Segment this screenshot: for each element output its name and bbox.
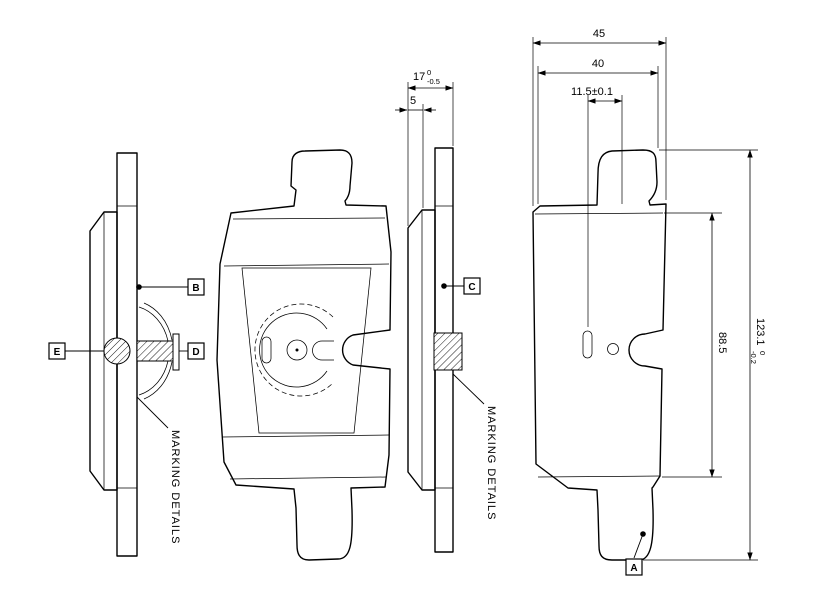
dim-pad-height-value: 88.5 [716, 332, 728, 353]
dim-overall-width-value: 45 [593, 28, 605, 40]
dim-overall-height-value: 123.1 [754, 318, 766, 346]
dim-overall-height-tol-lower: -0.2 [749, 351, 758, 364]
edge-line-bottom [229, 476, 387, 480]
edge-line-top [232, 217, 386, 220]
piston-section [103, 337, 131, 365]
marking-details-right-text: MARKING DETAILS [485, 406, 497, 520]
pin-section [136, 340, 174, 362]
marking-details-right: MARKING DETAILS [452, 373, 497, 520]
pad-outline [216, 149, 392, 561]
callout-c-label: C [468, 282, 475, 293]
friction-profile [407, 209, 436, 491]
callout-e: E [48, 342, 104, 360]
view-side-right: C MARKING DETAILS 17 0 -0.5 5 [395, 68, 497, 553]
sensor-bracket [312, 340, 334, 361]
dim-total-thickness: 17 0 -0.5 [407, 68, 454, 226]
sensor-section [433, 332, 463, 371]
marking-details-left-leader [136, 396, 169, 429]
dim-hole-offset-value: 11.5±0.1 [571, 86, 613, 98]
center-hole [286, 339, 308, 361]
slot [261, 336, 272, 364]
dim-overall-height-tol-upper: 0 [758, 351, 767, 355]
view-front-friction [216, 149, 392, 561]
pin-flange [172, 333, 180, 371]
callout-d-box [187, 342, 205, 360]
view-side-left: B E D MARKING DETAILS [48, 152, 205, 557]
pad-outline [532, 149, 667, 561]
dim-total-thickness-value: 17 [413, 71, 425, 83]
callout-d: D [179, 342, 205, 360]
callout-b: B [136, 278, 205, 296]
callout-d-label: D [192, 347, 199, 358]
callout-b-box [187, 278, 205, 296]
callout-b-label: B [192, 283, 199, 294]
dim-hole-offset: 11.5±0.1 [571, 86, 623, 327]
dim-inner-width: 40 [537, 58, 659, 204]
callout-a: A [625, 531, 646, 576]
dim-overall-height: 123.1 0 -0.2 [643, 149, 767, 561]
rivet-hole [607, 343, 619, 355]
hidden-arc [254, 303, 334, 397]
dim-total-thickness-tol-upper: 0 [427, 68, 431, 77]
shim-outline [241, 267, 372, 434]
view-front-back: 45 40 11.5±0.1 88.5 [532, 28, 767, 576]
marking-details-left-text: MARKING DETAILS [169, 430, 181, 544]
callout-a-leader [633, 533, 644, 559]
clip-arc [259, 312, 328, 388]
chamfer-line-top [223, 263, 390, 267]
dim-pad-height: 88.5 [662, 212, 728, 478]
dim-overall-width: 45 [532, 28, 667, 206]
marking-details-right-leader [452, 373, 485, 405]
marking-details-left: MARKING DETAILS [136, 396, 181, 544]
callout-e-box [48, 342, 66, 360]
center-mark [295, 348, 299, 352]
edge-line-bottom [537, 475, 661, 478]
slot [582, 330, 593, 359]
dim-plate-step: 5 [395, 95, 436, 208]
callout-c-box [463, 277, 481, 295]
dim-inner-width-value: 40 [592, 58, 604, 70]
dim-plate-step-value: 5 [410, 95, 416, 107]
chamfer-line-bottom [221, 434, 390, 438]
callout-e-label: E [54, 347, 61, 358]
edge-line-top [534, 212, 664, 215]
callout-c: C [441, 277, 481, 295]
spring-clip-wires [138, 302, 173, 400]
callout-a-label: A [630, 563, 637, 574]
dim-total-thickness-tol-lower: -0.5 [427, 77, 440, 86]
callout-a-box [625, 558, 643, 576]
